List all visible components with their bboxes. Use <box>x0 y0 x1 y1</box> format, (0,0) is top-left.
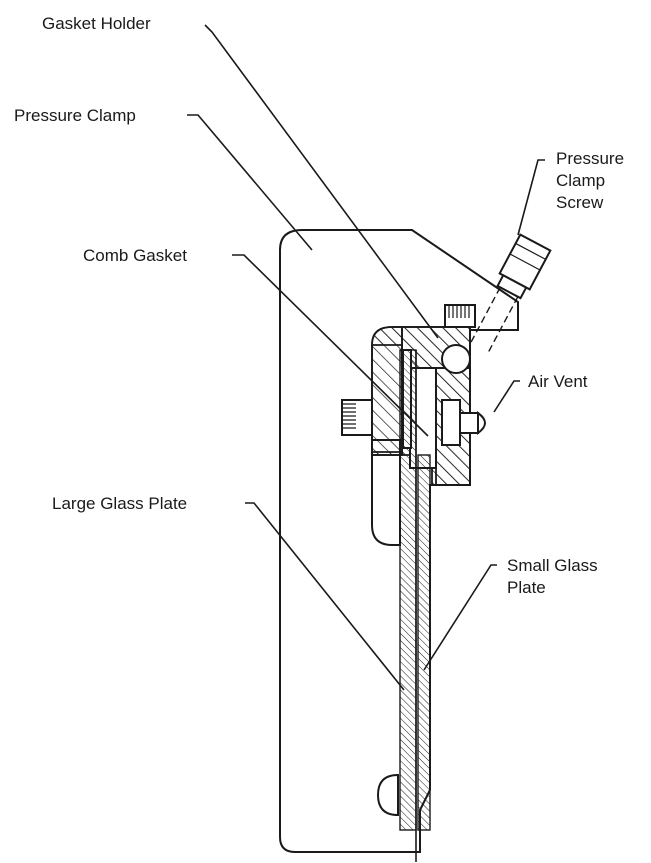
label-pressure-clamp-screw-2: Clamp <box>556 171 605 190</box>
label-pressure-clamp: Pressure Clamp <box>14 106 136 125</box>
comb-gasket-leader <box>232 254 429 437</box>
label-air-vent: Air Vent <box>528 372 588 391</box>
label-gasket-holder: Gasket Holder <box>42 14 151 33</box>
side-knob-knurl <box>342 403 356 429</box>
pressure-clamp-leader <box>187 114 313 251</box>
label-pressure-clamp-screw-1: Pressure <box>556 149 624 168</box>
pressure-clamp-screw <box>468 233 552 356</box>
small-glass-plate-leader <box>423 564 497 671</box>
gasket-holder-left-arm <box>371 326 403 456</box>
top-knob-knurl <box>448 305 470 318</box>
label-large-glass-plate: Large Glass Plate <box>52 494 187 513</box>
air-vent-body <box>441 399 461 446</box>
large-glass-plate-leader <box>245 502 405 691</box>
pressure-clamp-screw-leader <box>517 159 545 236</box>
clamp-bottom-bump <box>376 773 399 817</box>
air-vent-plug <box>459 412 479 434</box>
label-small-glass-plate-2: Plate <box>507 578 546 597</box>
gasket-holder-leader <box>204 24 439 339</box>
pressure-ball <box>441 344 471 374</box>
clamp-lower-lobe <box>371 439 401 546</box>
air-vent-tip <box>477 411 486 435</box>
label-comb-gasket: Comb Gasket <box>83 246 187 265</box>
label-pressure-clamp-screw-3: Screw <box>556 193 604 212</box>
air-vent-leader <box>493 380 520 413</box>
small-glass-plate <box>417 454 431 831</box>
side-adjust-knob <box>341 399 373 436</box>
label-small-glass-plate-1: Small Glass <box>507 556 598 575</box>
